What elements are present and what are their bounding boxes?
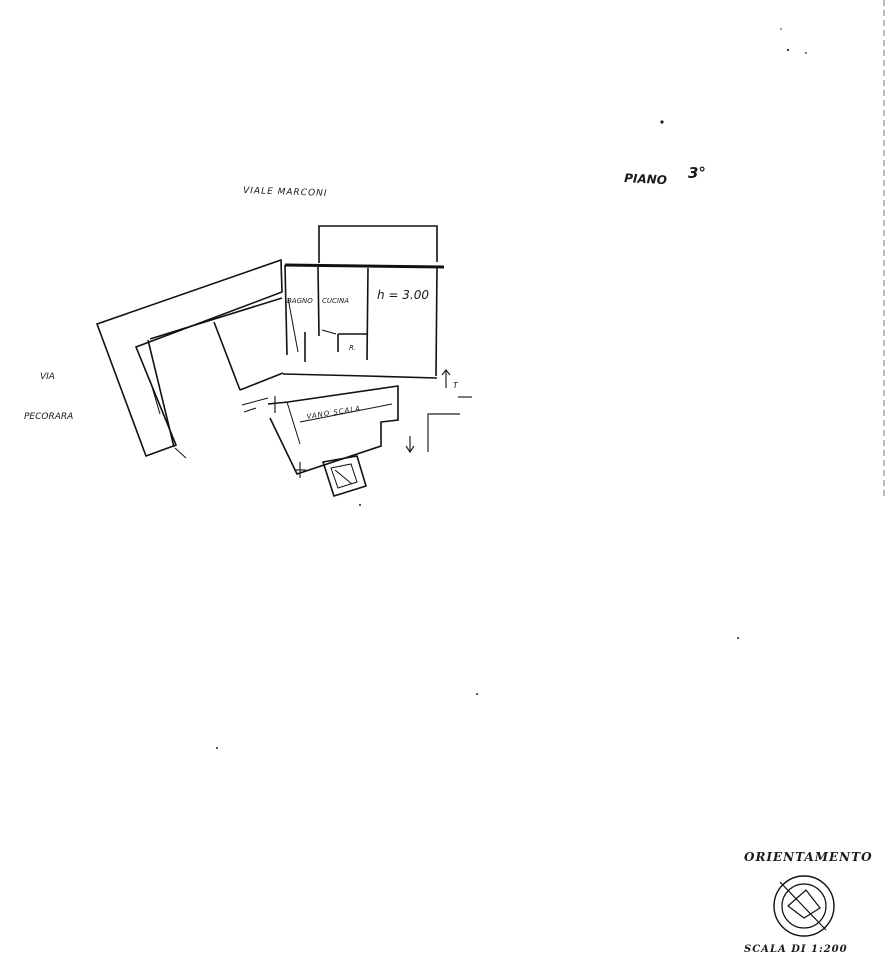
north-arrow-icon (773, 875, 835, 937)
street-label-top: VIALE MARCONI (243, 186, 328, 199)
stairwell (267, 385, 399, 497)
scan-edge (883, 0, 885, 500)
street-label-left-line2: PECORARA (24, 412, 73, 422)
orientation-title: ORIENTAMENTO (744, 850, 873, 864)
scan-specks (216, 28, 807, 749)
ceiling-height-note: h = 3.00 (377, 288, 429, 302)
dimension-marker: T (453, 381, 459, 390)
stair-label: VANO SCALA (306, 404, 361, 420)
room-kitchen-label: CUCINA (322, 297, 349, 305)
room-bathroom-label: BAGNO (287, 297, 313, 305)
floor-number: 3° (688, 164, 706, 182)
room-r-label: R. (349, 344, 356, 352)
street-label-left-line1: VIA (40, 372, 55, 382)
upper-block (284, 225, 445, 377)
dimension-marks (274, 369, 472, 478)
building-outline (95, 258, 283, 458)
floor-label: PIANO (624, 171, 667, 187)
interior-walls (147, 297, 438, 459)
scale-label: SCALA DI 1:200 (744, 944, 848, 955)
